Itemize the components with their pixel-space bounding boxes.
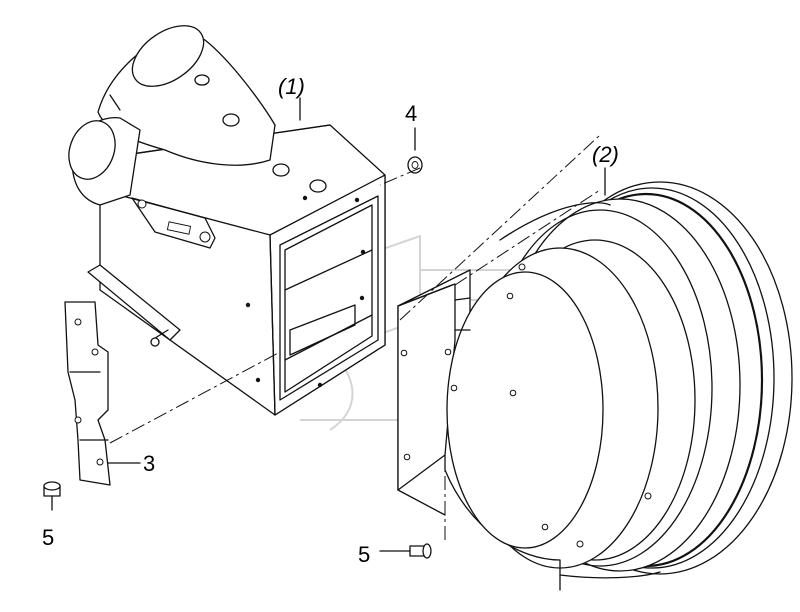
part-4-washer — [407, 127, 423, 174]
label-part-1: (1) — [278, 74, 305, 99]
label-part-4: 4 — [405, 101, 417, 126]
part-5-bolt-bottom — [379, 543, 432, 559]
part-1-air-duct — [68, 25, 386, 416]
label-part-2: (2) — [592, 142, 619, 167]
part-5-bolt-left — [43, 481, 61, 511]
label-part-3: 3 — [143, 451, 155, 476]
part-2-mounting-plate — [397, 269, 604, 591]
part-3-bracket — [64, 301, 111, 486]
label-part-5-left: 5 — [42, 525, 54, 550]
assembly-lines — [107, 97, 606, 540]
label-part-5-bottom: 5 — [358, 542, 370, 567]
